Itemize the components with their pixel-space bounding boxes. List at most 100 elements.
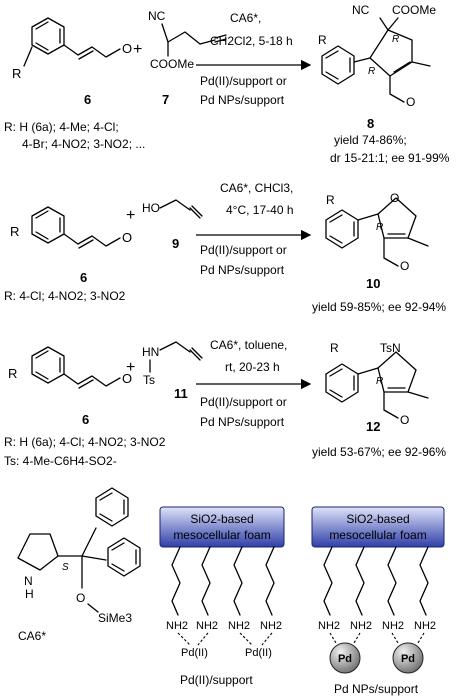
substituent-list-line-1: R: H (6a); 4-Cl; 4-NO2; 3-NO2 xyxy=(4,435,166,449)
pd-ii-label: Pd(II) xyxy=(245,647,272,659)
catalyst-line-2: Pd NPs/support xyxy=(200,415,285,429)
nitrile-label: NC xyxy=(148,9,166,23)
aldehyde-oxygen: O xyxy=(122,41,132,56)
stereo-descriptor-2: R xyxy=(368,66,375,77)
catalyst-line-2: Pd NPs/support xyxy=(200,263,285,277)
tosyl-label: Ts xyxy=(143,373,155,387)
amine-label: NH2 xyxy=(318,620,340,632)
plus-sign: + xyxy=(133,41,142,58)
pd-np-support: SiO2-based mesocellular foam NH2 NH2 NH2… xyxy=(311,506,445,674)
pd-np-support-caption: Pd NPs/support xyxy=(334,682,419,696)
pd-ii-label: Pd(II) xyxy=(181,647,208,659)
catalyst-line-1: Pd(II)/support or xyxy=(200,243,287,257)
conditions-line-2: rt, 20-23 h xyxy=(225,360,280,374)
yield-line-1: yield 74-86%; xyxy=(334,133,407,147)
ester-label: COOMe xyxy=(150,57,194,71)
stereo-descriptor: R xyxy=(376,222,383,233)
amine-label: NH2 xyxy=(414,620,436,632)
tosyl-nitrogen-label: TsN xyxy=(380,341,401,355)
product-oxygen: O xyxy=(400,413,409,427)
product-8-structure: NC COOMe R O R R xyxy=(318,3,436,109)
reaction-2: R O + HO 6 9 CA6*, CHCl3, 4°C, 17-40 h P… xyxy=(4,181,446,314)
compound-8-label: 8 xyxy=(367,116,374,131)
stereo-descriptor-s: S xyxy=(62,562,69,573)
catalyst-ca6-structure: N H S O SiMe3 xyxy=(17,487,141,625)
amine-label: NH2 xyxy=(350,620,372,632)
pd-nanoparticle xyxy=(392,642,424,674)
product-oxygen: O xyxy=(406,95,415,109)
amine-label: NH2 xyxy=(260,620,282,632)
r-substituent: R xyxy=(12,66,21,81)
propargyl-alcohol-structure: HO xyxy=(142,199,203,219)
support-box-line-1: SiO2-based xyxy=(346,512,409,526)
pd-ii-support-caption: Pd(II)/support xyxy=(180,673,253,687)
cinnamaldehyde-structure: R O xyxy=(8,346,132,389)
product-r-label: R xyxy=(326,193,335,207)
catalyst-line-2: Pd NPs/support xyxy=(200,93,285,107)
pd-ii-support: SiO2-based mesocellular foam NH2 NH2 NH2… xyxy=(159,506,285,659)
r-substituent: R xyxy=(8,366,17,381)
catalyst-line-1: Pd(II)/support or xyxy=(200,395,287,409)
pd-nanoparticle xyxy=(329,642,361,674)
silica-foam-box xyxy=(159,506,285,548)
pd-nanoparticle-label: Pd xyxy=(338,653,352,665)
compound-10-label: 10 xyxy=(366,276,380,291)
support-box-line-2: mesocellular foam xyxy=(329,528,426,542)
substituent-list-line-2: 4-Br; 4-NO2; 3-NO2; ... xyxy=(22,137,145,151)
hydroxyl-label: HO xyxy=(142,201,160,215)
stereo-descriptor: R xyxy=(376,376,383,387)
yield-line-2: dr 15-21:1; ee 91-99% xyxy=(330,151,450,165)
amine-label: NH2 xyxy=(228,620,250,632)
silica-foam-box xyxy=(311,506,445,548)
amine-label: NH2 xyxy=(196,620,218,632)
cinnamaldehyde-structure: R O xyxy=(10,206,132,249)
compound-6-label: 6 xyxy=(80,270,87,285)
substituent-list-line-1: R: 4-Cl; 4-NO2; 3-NO2 xyxy=(4,289,126,303)
pyrrolidine-hydrogen: H xyxy=(25,587,34,601)
support-box-line-1: SiO2-based xyxy=(190,512,253,526)
amine-label: HN xyxy=(142,345,159,359)
yield-line-1: yield 59-85%; ee 92-94% xyxy=(312,300,446,314)
compound-7-label: 7 xyxy=(162,92,169,107)
pyrrolidine-nitrogen: N xyxy=(24,574,33,588)
catalyst-name-label: CA6* xyxy=(18,629,46,643)
reaction-3: R O + HN Ts 6 11 CA6*, toluene, rt, 20-2… xyxy=(4,338,446,468)
compound-11-label: 11 xyxy=(174,386,188,401)
product-12-structure: TsN R O R xyxy=(325,341,429,427)
conditions-line-2: CH2Cl2, 5-18 h xyxy=(210,34,293,48)
conditions-line-1: CA6*, toluene, xyxy=(210,338,287,352)
amine-label: NH2 xyxy=(382,620,404,632)
trimethylsilyl-label: SiMe3 xyxy=(98,611,132,625)
yield-line-1: yield 53-67%; ee 92-96% xyxy=(312,445,446,459)
substituent-list-line-2: Ts: 4-Me-C6H4-SO2- xyxy=(4,454,117,468)
plus-sign: + xyxy=(126,207,135,224)
aldehyde-oxygen: O xyxy=(122,371,132,386)
compound-12-label: 12 xyxy=(366,419,380,434)
conditions-line-2: 4°C, 17-40 h xyxy=(226,203,294,217)
catalyst-line-1: Pd(II)/support or xyxy=(200,74,287,88)
aldehyde-oxygen: O xyxy=(122,230,132,245)
product-10-structure: O R O R xyxy=(325,191,429,273)
tosyl-propargylamine-structure: HN Ts xyxy=(142,341,203,387)
alkyne-ester-structure: NC COOMe xyxy=(148,9,227,71)
product-r-label: R xyxy=(330,341,339,355)
cinnamaldehyde-structure: R O xyxy=(12,17,132,81)
conditions-line-1: CA6*, CHCl3, xyxy=(220,181,293,195)
amine-label: NH2 xyxy=(166,620,188,632)
r-substituent: R xyxy=(10,224,19,239)
ether-oxygen: O xyxy=(76,591,85,605)
substituent-list-line-1: R: H (6a); 4-Me; 4-Cl; xyxy=(4,120,119,134)
conditions-line-1: CA6*, xyxy=(230,11,261,25)
compound-9-label: 9 xyxy=(172,236,179,251)
product-ester-label: COOMe xyxy=(392,3,436,17)
pd-nanoparticle-label: Pd xyxy=(401,653,415,665)
compound-6-label: 6 xyxy=(84,92,91,107)
product-oxygen: O xyxy=(400,259,409,273)
ring-oxygen: O xyxy=(390,191,399,205)
product-nitrile-label: NC xyxy=(352,3,370,17)
product-r-label: R xyxy=(318,33,327,47)
stereo-descriptor-1: R xyxy=(392,34,399,45)
support-box-line-2: mesocellular foam xyxy=(173,528,270,542)
reaction-1: R O + NC COOMe 6 7 CA6*, CH2Cl2, 5-18 h … xyxy=(4,3,450,165)
